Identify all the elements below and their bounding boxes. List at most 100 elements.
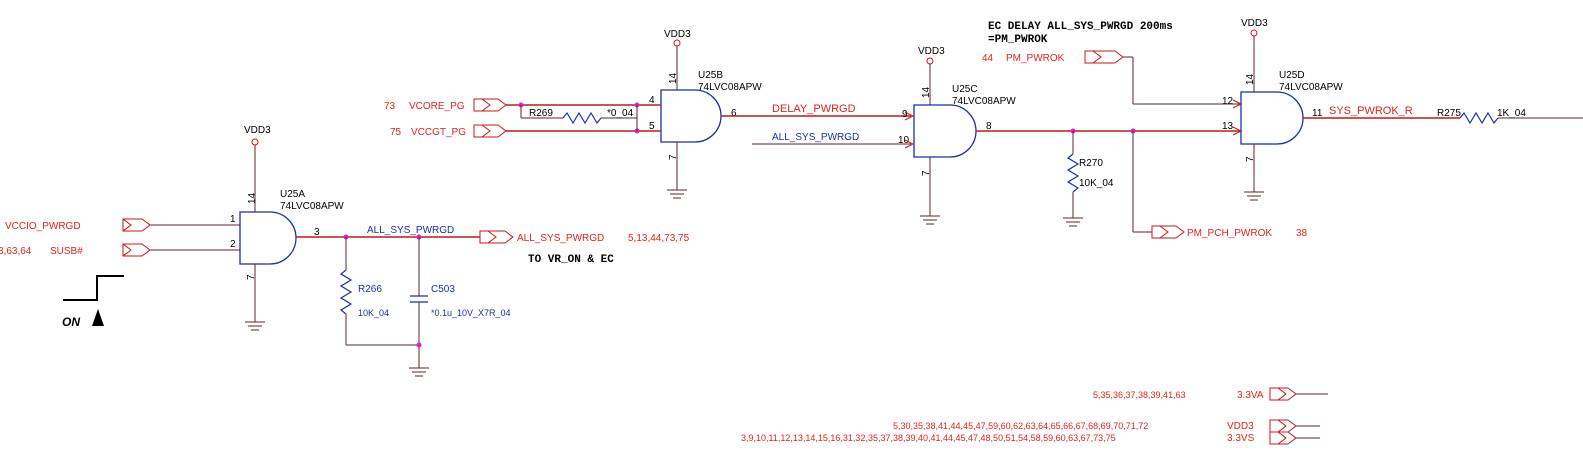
pin-label: 14 xyxy=(921,86,932,98)
ground-icon xyxy=(667,189,687,199)
pin-label: 1 xyxy=(230,214,236,225)
port-vdd3[interactable]: 5,30,35,38,41,44,45,47,59,60,62,63,64,65… xyxy=(893,419,1320,433)
r270-ref: R270 xyxy=(1079,158,1103,169)
vdd3-label: VDD3 xyxy=(918,46,945,57)
gate-part: 74LVC08APW xyxy=(698,82,762,93)
port-page-refs: 3,63,64 xyxy=(0,246,32,257)
port-page-refs: 75 xyxy=(390,127,402,138)
port-label: VCORE_PG xyxy=(409,101,465,112)
gate-ref: U25D xyxy=(1279,70,1305,81)
r266-ref: R266 xyxy=(358,284,382,295)
r275-value: 1K_04 xyxy=(1497,108,1526,119)
to-vr-annotation: TO VR_ON & EC xyxy=(528,254,614,266)
port-label: SUSB# xyxy=(50,246,83,257)
port-label: VCCIO_PWRGD xyxy=(5,221,81,232)
ec-delay-annotation: EC DELAY ALL_SYS_PWRGD 200ms xyxy=(988,21,1173,33)
pin-label: 7 xyxy=(1245,156,1256,162)
vdd3-label: VDD3 xyxy=(1241,18,1268,29)
ground-icon xyxy=(245,321,265,331)
r269-ref: R269 xyxy=(529,108,553,119)
net-label: ALL_SYS_PWRGD xyxy=(772,132,859,143)
port-pm-pch-pwrok[interactable]: PM_PCH_PWROK 38 xyxy=(1151,225,1308,239)
gate-part: 74LVC08APW xyxy=(1279,82,1343,93)
pin-label: 7 xyxy=(246,274,257,280)
gate-ref: U25A xyxy=(280,189,305,200)
and-gate-symbol xyxy=(660,89,722,143)
gate-ref: U25C xyxy=(952,84,978,95)
and-gate-symbol xyxy=(913,104,977,158)
r275-ref: R275 xyxy=(1437,108,1461,119)
port-3v3a[interactable]: 5,35,36,37,38,39,41,63 3.3VA xyxy=(1093,387,1328,401)
pin-label: 2 xyxy=(230,239,236,250)
port-pm-pwrok[interactable]: 44 PM_PWROK xyxy=(982,50,1124,64)
pin-label: 14 xyxy=(668,72,679,84)
port-page-refs: 73 xyxy=(384,101,396,112)
port-label: 3.3VA xyxy=(1237,390,1264,401)
vdd3-power-symbol xyxy=(926,57,934,65)
gate-u25c: VDD3 14 7 U25C 74LVC08APW 9 10 8 xyxy=(898,46,1016,225)
port-page-refs: 38 xyxy=(1296,228,1308,239)
resistor-r266-symbol xyxy=(339,269,353,315)
port-page-refs: 3,9,10,11,12,13,14,15,16,31,32,35,37,38,… xyxy=(741,433,1116,443)
pin-label: 3 xyxy=(314,227,320,238)
pin-label: 7 xyxy=(668,154,679,160)
pin-label: 4 xyxy=(649,95,655,106)
port-vcore-pg[interactable]: 73 VCORE_PG xyxy=(384,98,507,112)
port-label: PM_PCH_PWROK xyxy=(1187,228,1272,239)
port-all-sys-pwrgd[interactable]: ALL_SYS_PWRGD 5,13,44,73,75 xyxy=(479,230,690,244)
net-label: SYS_PWROK_R xyxy=(1329,105,1413,117)
port-vccio-pwrgd[interactable]: VCCIO_PWRGD xyxy=(5,218,151,232)
pin-label: 10 xyxy=(898,135,910,146)
net-label: DELAY_PWRGD xyxy=(772,103,856,115)
resistor-r270-symbol xyxy=(1066,153,1080,193)
gate-u25d: VDD3 14 7 U25D 74LVC08APW 12 13 11 xyxy=(1222,18,1343,201)
on-indicator: ON xyxy=(62,275,124,329)
r269-value: *0_04 xyxy=(607,108,634,119)
port-label: ALL_SYS_PWRGD xyxy=(517,233,604,244)
port-label: VCCGT_PG xyxy=(411,127,466,138)
resistor-r269-symbol xyxy=(562,111,602,125)
resistor-r275-symbol xyxy=(1459,111,1499,125)
arrow-up-icon xyxy=(92,309,104,326)
vdd3-power-symbol xyxy=(251,138,259,146)
net-label: ALL_SYS_PWRGD xyxy=(367,225,454,236)
port-page-refs: 5,13,44,73,75 xyxy=(628,233,690,244)
vdd3-power-symbol xyxy=(1250,29,1258,37)
r266-value: 10K_04 xyxy=(358,308,389,318)
port-page-refs: 5,35,36,37,38,39,41,63 xyxy=(1093,390,1186,400)
and-gate-symbol xyxy=(239,211,297,265)
pin-label: 5 xyxy=(649,121,655,132)
pin-label: 7 xyxy=(921,170,932,176)
r270-value: 10K_04 xyxy=(1079,178,1114,189)
port-page-refs: 5,30,35,38,41,44,45,47,59,60,62,63,64,65… xyxy=(893,421,1148,431)
port-3v3s[interactable]: 3,9,10,11,12,13,14,15,16,31,32,35,37,38,… xyxy=(741,431,1320,445)
gate-ref: U25B xyxy=(698,70,723,81)
port-susb[interactable]: 3,63,64 SUSB# xyxy=(0,243,151,257)
pin-label: 6 xyxy=(731,108,737,119)
gate-part: 74LVC08APW xyxy=(280,201,344,212)
gate-u25b: VDD3 14 7 U25B 74LVC08APW 4 5 6 xyxy=(649,29,762,199)
port-label: PM_PWROK xyxy=(1006,53,1065,64)
pin-label: 13 xyxy=(1222,121,1234,132)
vdd3-label: VDD3 xyxy=(244,125,271,136)
pin-label: 14 xyxy=(247,192,258,204)
pin-label: 11 xyxy=(1312,108,1323,119)
c503-value: *0.1u_10V_X7R_04 xyxy=(431,308,511,318)
port-label: 3.3VS xyxy=(1227,433,1255,444)
vdd3-label: VDD3 xyxy=(664,29,691,40)
pin-label: 14 xyxy=(1245,73,1256,85)
port-page-refs: 44 xyxy=(982,53,994,64)
on-label: ON xyxy=(62,315,80,329)
and-gate-symbol xyxy=(1240,91,1304,145)
port-vccgt-pg[interactable]: 75 VCCGT_PG xyxy=(390,124,507,138)
pin-label: 12 xyxy=(1222,96,1234,107)
ec-delay-annotation-2: =PM_PWROK xyxy=(988,34,1048,46)
ground-icon xyxy=(1063,217,1083,227)
ground-icon xyxy=(920,215,940,225)
pin-label: 8 xyxy=(986,121,992,132)
ground-icon xyxy=(1244,191,1264,201)
gate-u25a: VDD3 14 7 U25A 74LVC08APW 1 2 3 xyxy=(230,125,344,331)
ground-icon xyxy=(409,367,429,377)
port-label: VDD3 xyxy=(1227,421,1254,432)
